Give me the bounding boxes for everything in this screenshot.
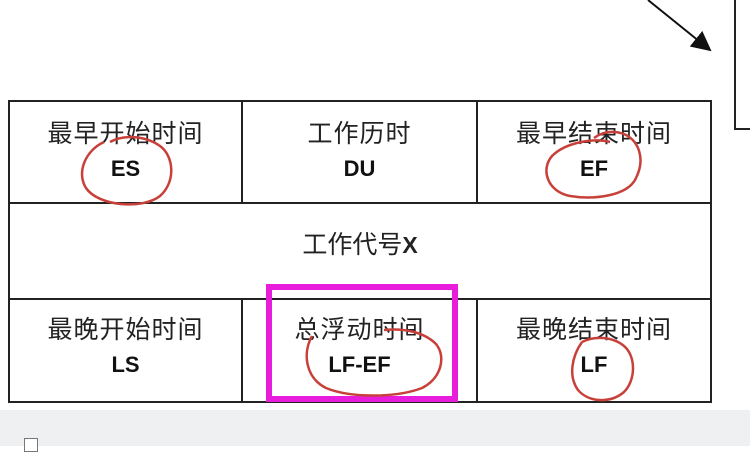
du-code: DU <box>343 156 376 181</box>
ls-code: LS <box>111 352 140 377</box>
middle-row: 工作代号X <box>10 202 710 300</box>
activity-code-label: 工作代号X <box>10 225 710 261</box>
activity-code-cell: 工作代号X <box>10 225 710 261</box>
cell-du: 工作历时 DU <box>243 102 478 202</box>
cell-lf: 最晚结束时间 LF <box>478 298 710 401</box>
es-code: ES <box>110 156 141 181</box>
cell-tf: 总浮动时间 LF-EF <box>243 298 478 401</box>
activity-code-text: 工作代号 <box>302 230 403 259</box>
activity-code-letter: X <box>402 232 418 258</box>
es-label: 最早开始时间 <box>47 119 204 148</box>
cell-es: 最早开始时间 ES <box>10 102 243 202</box>
cell-ef: 最早结束时间 EF <box>478 102 710 202</box>
tf-code: LF-EF <box>328 352 391 377</box>
lf-label: 最晚结束时间 <box>515 315 672 344</box>
incoming-arrow <box>647 0 712 52</box>
du-label: 工作历时 <box>307 119 412 148</box>
ls-label: 最晚开始时间 <box>47 315 204 344</box>
cell-ls: 最晚开始时间 LS <box>10 298 243 401</box>
footer-bar <box>0 410 750 446</box>
activity-node-table: 最早开始时间 ES 工作历时 DU 最早结束时间 EF 工作代号X 最晚开始时间… <box>8 100 712 403</box>
ef-code: EF <box>579 156 609 181</box>
top-row: 最早开始时间 ES 工作历时 DU 最早结束时间 EF <box>10 102 710 204</box>
checkbox[interactable] <box>24 438 38 452</box>
tf-label: 总浮动时间 <box>294 315 425 344</box>
adjacent-node-partial <box>734 0 750 130</box>
lf-code: LF <box>580 352 608 377</box>
ef-label: 最早结束时间 <box>515 119 672 148</box>
bottom-row: 最晚开始时间 LS 总浮动时间 LF-EF 最晚结束时间 LF <box>10 298 710 401</box>
